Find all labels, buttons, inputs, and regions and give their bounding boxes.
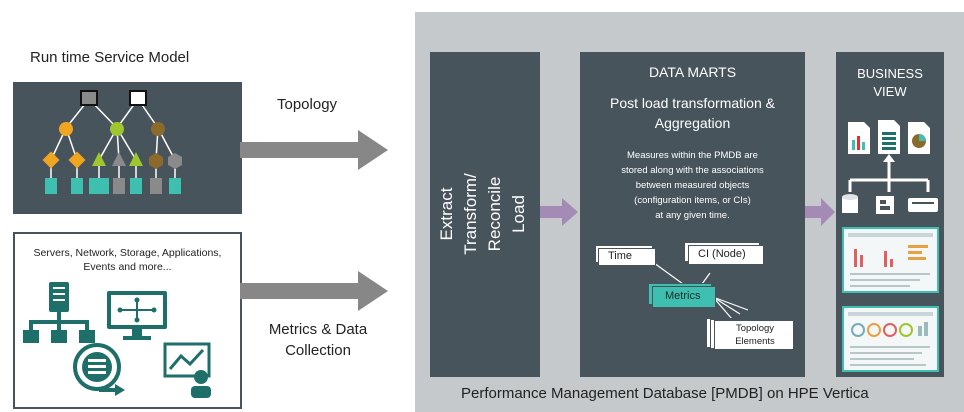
table-topology-label: Topology Elements — [735, 323, 775, 347]
datamarts-description: Measures within the PMDB are stored alon… — [621, 150, 764, 221]
business-view-title: BUSINESS VIEW — [857, 66, 923, 99]
leaf-node — [169, 178, 181, 194]
node-triangle — [92, 152, 106, 166]
topology-label: Topology — [277, 96, 338, 113]
leaf-node — [71, 178, 83, 194]
topology-tree-graphic — [42, 90, 182, 194]
node-green — [110, 122, 124, 136]
application-cycle-icon — [73, 343, 125, 396]
report-chart-icon — [848, 122, 870, 154]
schema-connectors — [653, 262, 749, 320]
sources-icons — [23, 282, 211, 398]
pmdb-caption: Performance Management Database [PMDB] o… — [461, 385, 869, 402]
dashboard-icon — [876, 196, 894, 214]
metrics-collection-label: Metrics & Data Collection — [268, 321, 368, 359]
node-diamond — [68, 151, 86, 169]
dashboard-thumbnail-2 — [842, 306, 939, 372]
business-view-panel: BUSINESS VIEW — [836, 52, 944, 377]
root-node-white — [129, 90, 147, 106]
root-node-gray — [80, 90, 98, 106]
report-list-icon — [878, 120, 900, 154]
node-triangle — [112, 152, 126, 166]
node-hexagon — [149, 153, 163, 169]
etl-to-datamarts-arrow — [540, 198, 578, 226]
table-ci-node-label: CI (Node) — [698, 248, 746, 260]
report-pie-icon — [908, 122, 930, 154]
node-orange — [59, 122, 73, 136]
node-triangle — [129, 152, 143, 166]
dashboard-thumbnail-1 — [842, 227, 939, 293]
service-model-panel — [13, 82, 242, 214]
leaf-node — [130, 178, 142, 194]
sources-title: Servers, Network, Storage, Applications,… — [33, 247, 222, 273]
node-hexagon — [168, 153, 182, 169]
leaf-node — [89, 178, 109, 194]
table-ci-node: CI (Node) — [684, 242, 764, 265]
data-sources-box: Servers, Network, Storage, Applications,… — [13, 232, 242, 409]
monitor-network-icon — [107, 291, 167, 340]
network-server-icon — [23, 282, 95, 343]
leaf-node — [113, 178, 125, 194]
topology-arrow — [240, 130, 388, 170]
server-box-icon — [908, 198, 938, 212]
table-time: Time — [595, 245, 656, 266]
service-model-title: Run time Service Model — [30, 49, 190, 66]
table-metrics-label: Metrics — [665, 290, 701, 302]
table-topology-elements: Topology Elements — [706, 318, 794, 350]
datamarts-subtitle: Post load transformation & Aggregation — [610, 95, 775, 131]
table-metrics: Metrics — [648, 283, 716, 308]
node-diamond — [42, 151, 60, 169]
analytics-user-icon — [163, 342, 211, 398]
node-brown — [151, 122, 165, 136]
leaf-node — [150, 178, 162, 194]
leaf-node — [45, 178, 57, 194]
business-view-icons — [842, 120, 938, 214]
table-time-label: Time — [608, 250, 633, 262]
datamarts-panel: DATA MARTS Post load transformation & Ag… — [580, 52, 805, 377]
datamarts-to-business-arrow — [805, 198, 835, 226]
database-icon — [842, 194, 858, 213]
metrics-arrow — [240, 271, 388, 311]
etl-panel: Extract Transform/ Reconcile Load — [430, 52, 540, 377]
datamarts-title: DATA MARTS — [648, 64, 737, 80]
